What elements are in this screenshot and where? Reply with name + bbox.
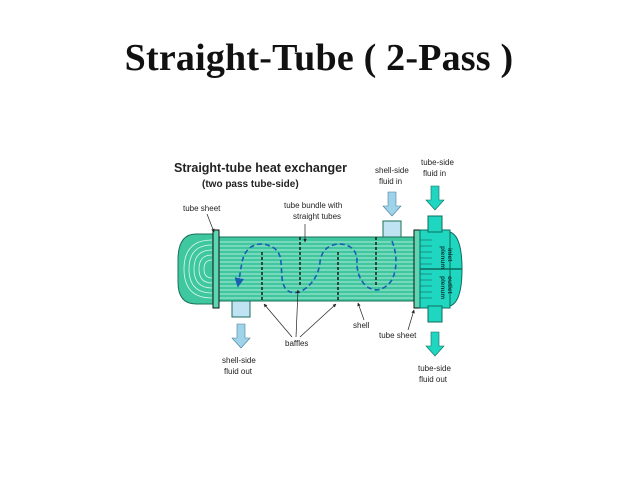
inlet-plenum-label-1: inlet [446,248,453,262]
tube-sheet-right-plate [413,229,421,309]
tube-sheet-left-plate [212,229,220,309]
diagram-subheading: (two pass tube-side) [202,179,299,190]
tube-side-in-arrow [425,185,445,211]
shell-side-in-label-1: shell-side [375,166,409,175]
shell-side-out-arrow [231,323,251,349]
inlet-plenum-label-2: plenum [439,246,446,269]
left-head-return-lines [183,239,213,299]
shell-side-outlet-nozzle [231,300,251,318]
shell-flow-arrow [234,240,397,294]
shell-side-out-label-1: shell-side [222,356,256,365]
leader-lines [206,213,415,338]
diagram-heading: Straight-tube heat exchanger [174,161,347,175]
shell-side-inlet-nozzle [382,220,402,238]
tube-side-outlet-nozzle [427,305,443,323]
tube-sheet-left-label: tube sheet [183,204,221,213]
tube-side-out-arrow [425,331,445,357]
shell-body [217,236,417,302]
tube-side-in-label-1: tube-side [421,158,454,167]
channel-tube-ends [420,239,432,299]
left-head [177,233,215,305]
tube-side-in-label-2: fluid in [423,169,446,178]
shell-side-in-label-2: fluid in [379,177,402,186]
baffles-label: baffles [285,339,308,348]
shell-label: shell [353,321,370,330]
tube-bundle [218,241,416,299]
tube-side-out-label-1: tube-side [418,364,451,373]
baffles [261,237,377,301]
tube-side-inlet-nozzle [427,215,443,233]
tube-bundle-label-1: tube bundle with [284,201,342,210]
shell-side-in-arrow [382,191,402,217]
slide-title: Straight-Tube ( 2-Pass ) [124,37,514,79]
tube-bundle-label-2: straight tubes [293,212,341,221]
shell-side-out-label-2: fluid out [224,367,253,376]
tube-side-out-label-2: fluid out [419,375,448,384]
tube-sheet-right-label: tube sheet [379,331,417,340]
outlet-plenum-label-1: outlet [446,276,453,295]
outlet-plenum-label-2: plenum [439,276,446,299]
